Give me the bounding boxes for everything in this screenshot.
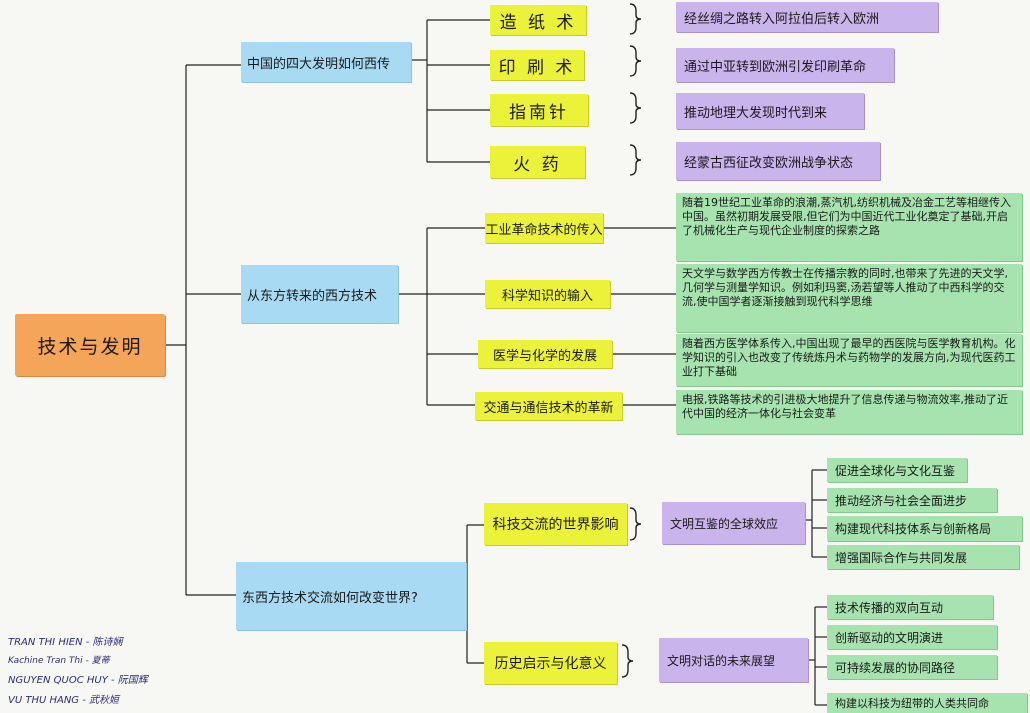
invention-node: 印 刷 术 <box>490 50 584 80</box>
root-topic: 技术与发明 <box>15 314 165 376</box>
invention-node: 造 纸 术 <box>490 5 586 35</box>
invention-node: 火 药 <box>490 146 585 178</box>
western-tech-node: 工业革命技术的传入 <box>485 213 603 243</box>
branch-world-change: 东西方技术交流如何改变世界? <box>236 562 466 630</box>
western-tech-node: 科学知识的输入 <box>485 280 610 308</box>
impact-item: 创新驱动的文明演进 <box>827 625 997 649</box>
author-signature: Kachine Tran Thi - 夏蒂 <box>8 656 110 666</box>
impact-item: 促进全球化与文化互鉴 <box>827 458 967 482</box>
impact-item: 技术传播的双向互动 <box>827 595 993 619</box>
invention-desc: 通过中亚转到欧洲引发印刷革命 <box>676 48 894 82</box>
branch-western-tech: 从东方转来的西方技术 <box>241 265 398 323</box>
impact-mid-note: 文明对话的未来展望 <box>659 638 808 682</box>
impact-item: 构建现代科技体系与创新格局 <box>827 516 1022 541</box>
branch-four-inventions: 中国的四大发明如何西传 <box>241 42 411 82</box>
impact-item: 构建以科技为纽带的人类共同命 <box>827 693 1027 713</box>
western-tech-desc: 天文学与数学西方传教士在传播宗教的同时,也带来了先进的天文学,几何学与测量学知识… <box>676 264 1022 332</box>
invention-node: 指南针 <box>490 94 588 126</box>
western-tech-node: 医学与化学的发展 <box>478 340 612 368</box>
impact-item: 推动经济与社会全面进步 <box>827 488 997 512</box>
invention-desc: 经丝绸之路转入阿拉伯后转入欧洲 <box>676 2 938 32</box>
impact-item: 增强国际合作与共同发展 <box>827 545 1019 569</box>
western-tech-desc: 随着西方医学体系传入,中国出现了最早的西医院与医学教育机构。化学知识的引入也改变… <box>676 334 1022 386</box>
impact-mid-note: 文明互鉴的全球效应 <box>662 502 805 544</box>
author-signature: VU THU HANG - 武秋姮 <box>8 695 120 706</box>
impact-node: 科技交流的世界影响 <box>484 503 627 545</box>
western-tech-desc: 随着19世纪工业革命的浪潮,蒸汽机,纺织机械及冶金工艺等相继传入中国。虽然初期发… <box>676 193 1022 261</box>
western-tech-node: 交通与通信技术的革新 <box>475 392 622 420</box>
impact-node: 历史启示与化意义 <box>484 642 617 684</box>
invention-desc: 经蒙古西征改变欧洲战争状态 <box>676 142 880 180</box>
invention-desc: 推动地理大发现时代到来 <box>676 93 864 129</box>
author-signature: NGUYEN QUOC HUY - 阮国辉 <box>8 675 148 686</box>
impact-item: 可持续发展的协同路径 <box>827 655 997 679</box>
author-signature: TRAN THI HIEN - 陈诗娴 <box>8 637 123 648</box>
western-tech-desc: 电报,铁路等技术的引进极大地提升了信息传递与物流效率,推动了近代中国的经济一体化… <box>676 390 1022 434</box>
brace-marks <box>621 3 642 678</box>
